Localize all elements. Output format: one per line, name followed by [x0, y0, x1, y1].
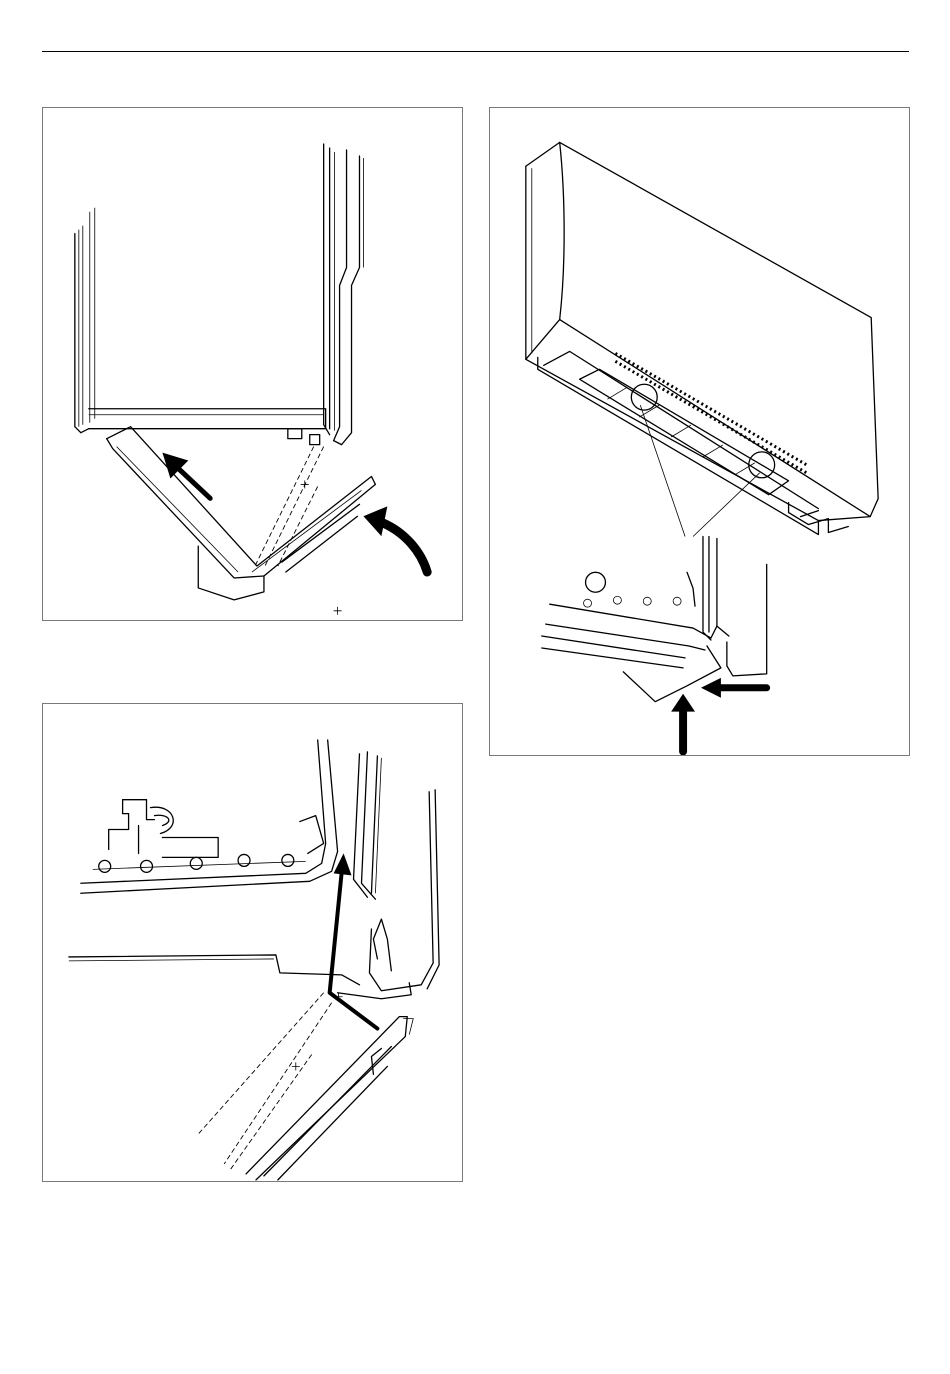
- unit-underside-filters: [538, 351, 849, 534]
- unit-grille: [615, 353, 806, 472]
- filter-tray: [107, 427, 376, 600]
- unit-front-panel: [526, 142, 878, 520]
- upper-frame: [81, 740, 338, 893]
- enclosure-walls: [338, 752, 440, 999]
- detail-closeup: [542, 536, 767, 701]
- push-arrow-icon: [162, 453, 210, 499]
- swing-arrow-icon: [363, 506, 427, 572]
- housing-left-wall: [75, 208, 95, 433]
- tray-dashed-outline: [254, 447, 324, 568]
- figure-filter-latch: [42, 703, 463, 1182]
- lower-tray: [246, 1017, 413, 1180]
- shelf-outline: [69, 955, 360, 985]
- housing-right-wall: [288, 144, 364, 445]
- push-left-arrow-icon: [701, 678, 767, 698]
- header-rule: [42, 51, 909, 52]
- wall-unit-filter-location-detail-icon: [490, 108, 909, 755]
- figure-filter-location: [489, 107, 910, 756]
- figure-filter-tray-insertion: [42, 107, 463, 621]
- filter-tray-insertion-side-view-icon: [43, 108, 462, 620]
- cross-marker-icon: [334, 607, 342, 615]
- push-up-arrow-icon: [671, 694, 695, 752]
- filter-latch-close-up-icon: [43, 704, 462, 1181]
- hidden-lines: [198, 993, 342, 1170]
